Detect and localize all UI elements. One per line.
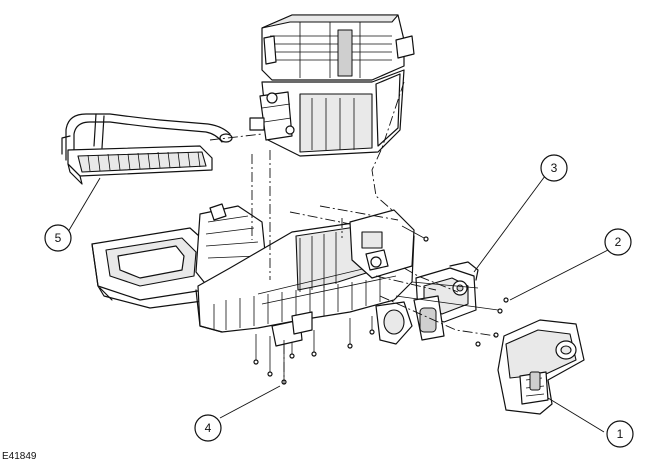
heater-core-housing xyxy=(249,14,415,157)
main-hvac-housing xyxy=(91,203,415,347)
callout-5-label: 5 xyxy=(55,231,62,245)
leader-lines xyxy=(67,171,609,433)
callout-4-label: 4 xyxy=(205,421,212,435)
figure-id-label: E41849 xyxy=(2,451,37,462)
callout-2: 2 xyxy=(604,228,632,256)
callout-3-label: 3 xyxy=(551,161,558,175)
mode-door-actuator xyxy=(413,261,479,341)
callout-1: 1 xyxy=(606,420,634,448)
callout-2-label: 2 xyxy=(615,235,622,249)
callout-3: 3 xyxy=(540,154,568,182)
fasteners xyxy=(253,225,509,385)
callout-5: 5 xyxy=(44,224,72,252)
screw-set-right xyxy=(395,225,509,347)
heater-core xyxy=(61,113,233,185)
assembly-lines xyxy=(209,81,497,384)
in-car-sensor xyxy=(497,319,585,415)
screw-set-bottom xyxy=(253,316,375,385)
callout-4: 4 xyxy=(194,414,222,442)
callout-1-label: 1 xyxy=(617,427,624,441)
